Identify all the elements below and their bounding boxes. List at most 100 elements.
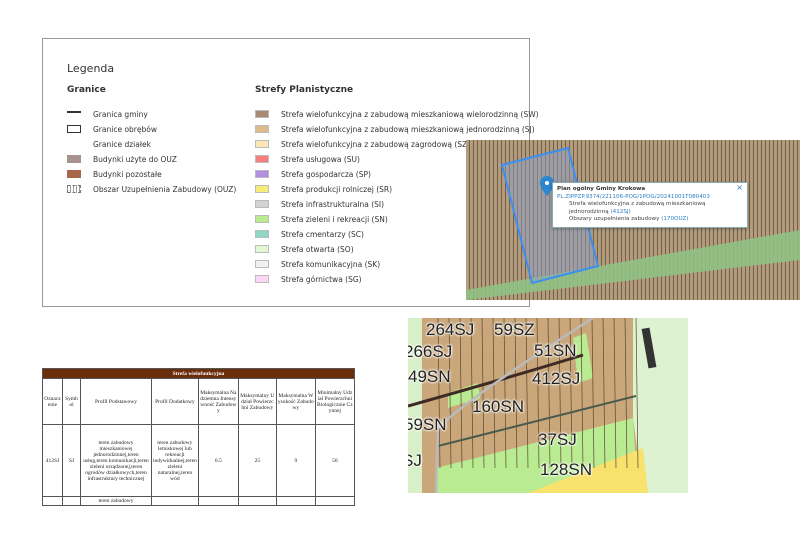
boundary-gmina-icon [67, 111, 81, 117]
map-inset-shapes [466, 146, 800, 300]
color-swatch-icon [255, 185, 269, 193]
legend-strefa-item: Strefa górnictwa (SG) [255, 273, 362, 285]
legend-strefa-item: Strefa komunikacyjna (SK) [255, 258, 380, 270]
zone-label[interactable]: 160SN [472, 397, 524, 416]
table-header: Symbol [62, 378, 81, 425]
table-header: Maksymalna Wysokość Zabudowy [275, 378, 316, 425]
table-cell [151, 496, 199, 506]
legend-label: Granica gminy [93, 109, 148, 119]
strefy-heading: Strefy Planistyczne [255, 85, 354, 95]
legend-label: Strefa usługowa (SU) [281, 154, 360, 164]
legend-strefa-item: Strefa usługowa (SU) [255, 153, 360, 165]
legend-label: Strefa cmentarzy (SC) [281, 229, 364, 239]
legend-granice-item: Granica gminy [67, 108, 148, 120]
legend-label: Strefa otwarta (SO) [281, 244, 354, 254]
legend-granice-item: Granice działek [67, 138, 151, 150]
table-cell [62, 496, 81, 506]
table-header: Minimalny Udział Powierzchni Biologiczni… [314, 378, 355, 425]
boundary-dzialka-icon [67, 140, 81, 148]
table-cell: 412SJ [42, 424, 63, 497]
legend-strefa-item: Strefa wielofunkcyjna z zabudową mieszka… [255, 123, 535, 135]
legend-strefa-item: Strefa cmentarzy (SC) [255, 228, 364, 240]
legend-strefa-item: Strefa wielofunkcyjna z zabudową mieszka… [255, 108, 539, 120]
popup-title: Plan ogólny Gminy Krokowa [557, 186, 646, 192]
legend-label: Strefa infrastrukturalna (SI) [281, 199, 385, 209]
legend-label: Obszar Uzupełnienia Zabudowy (OUZ) [93, 184, 237, 194]
close-icon[interactable]: × [736, 183, 743, 192]
legend-strefa-item: Strefa otwarta (SO) [255, 243, 354, 255]
popup-item-1: Strefa wielofunkcyjna z zabudową mieszka… [569, 201, 706, 215]
zone-label[interactable]: 264SJ [426, 320, 475, 339]
zone-label[interactable]: 59SN [408, 415, 447, 434]
color-swatch-icon [255, 245, 269, 253]
zone-label[interactable]: 128SN [540, 460, 592, 479]
table-header: Profil Dodatkowy [151, 378, 199, 425]
ouz-area-icon [67, 185, 81, 193]
table-cell: 0.5 [197, 424, 239, 497]
building-other-icon [67, 170, 81, 178]
table-header: Oznaczenie [42, 378, 63, 425]
zone-label[interactable]: 266SJ [408, 342, 453, 361]
legend-strefa-item: Strefa gospodarcza (SP) [255, 168, 371, 180]
color-swatch-icon [255, 275, 269, 283]
legend-strefa-item: Strefa infrastrukturalna (SI) [255, 198, 384, 210]
legend-label: Strefa wielofunkcyjna z zabudową zagrodo… [281, 139, 471, 149]
legend-granice-item: Obszar Uzupełnienia Zabudowy (OUZ) [67, 183, 236, 195]
table-cell: teren zabudowy letniskowej lub rekreacji… [151, 424, 199, 497]
legend-panel: Legenda Granice Strefy Planistyczne Gran… [42, 38, 539, 307]
table-header: Profil Podstawowy [80, 378, 152, 425]
building-ouz-icon [67, 155, 81, 163]
color-swatch-icon [255, 155, 269, 163]
legend-strefa-item: Strefa wielofunkcyjna z zabudową zagrodo… [255, 138, 470, 150]
legend-title: Legenda [67, 62, 115, 75]
zoning-map[interactable]: 264SJ 59SZ 266SJ 51SN 49SN 412SJ 160SN 59SN 37SJ… [408, 318, 688, 493]
legend-label: Strefa komunikacyjna (SK) [281, 259, 381, 269]
table-cell: 9 [275, 424, 316, 497]
zone-label[interactable]: 59SZ [494, 320, 535, 339]
granice-heading: Granice [67, 85, 106, 95]
legend-granice-item: Budynki użyte do OUZ [67, 153, 177, 165]
popup-item-2: Obszary uzupełnienia zabudowy [569, 216, 660, 222]
legend-label: Budynki pozostałe [93, 169, 162, 179]
color-swatch-icon [255, 170, 269, 178]
agri-zone [528, 448, 648, 493]
legend-label: Strefa gospodarcza (SP) [281, 169, 371, 179]
color-swatch-icon [255, 200, 269, 208]
selected-parcel[interactable] [500, 146, 600, 285]
zone-label[interactable]: 49SN [408, 367, 451, 386]
table-cell: teren zabudowy [80, 496, 152, 506]
popup-item-1-link[interactable]: (412SJ) [610, 208, 631, 215]
popup-item-2-link[interactable]: (170OUZ) [661, 216, 689, 222]
color-swatch-icon [255, 110, 269, 118]
legend-label: Strefa zieleni i rekreacji (SN) [281, 214, 388, 224]
legend-label: Strefa wielofunkcyjna z zabudową mieszka… [281, 109, 539, 119]
table-cell [197, 496, 239, 506]
green-strip [466, 230, 800, 300]
legend-label: Strefa produkcji rolniczej (SR) [281, 184, 393, 194]
zone-label[interactable]: SJ [408, 451, 422, 470]
zone-label[interactable]: 51SN [534, 341, 577, 360]
table-caption: Strefa wielofunkcyjna [42, 368, 355, 379]
open-zone [633, 318, 688, 493]
map-pin-icon[interactable] [540, 176, 554, 196]
zone-label[interactable]: 412SJ [532, 369, 581, 388]
table-cell: 50 [314, 424, 355, 497]
legend-label: Strefa wielofunkcyjna z zabudową mieszka… [281, 124, 535, 134]
legend-label: Granice działek [93, 139, 151, 149]
table-cell [275, 496, 316, 506]
table-cell: SJ [62, 424, 81, 497]
color-swatch-icon [255, 260, 269, 268]
legend-granice-item: Granice obrębów [67, 123, 157, 135]
table-cell: 25 [237, 424, 277, 497]
boundary-obreb-icon [67, 125, 81, 133]
table-header: Maksymalny Udział Powierzchni Zabudowy [237, 378, 277, 425]
popup-plan-link[interactable]: PL.ZIPPZP.9374/221106-POG/1POG/20241001T… [557, 193, 710, 200]
color-swatch-icon [255, 215, 269, 223]
legend-label: Strefa górnictwa (SG) [281, 274, 362, 284]
zone-label[interactable]: 37SJ [538, 430, 577, 449]
legend-label: Budynki użyte do OUZ [93, 154, 177, 164]
table-header: Maksymalna Nadziemna Intensywność Zabudo… [197, 378, 239, 425]
table-cell [42, 496, 63, 506]
info-popup: × Plan ogólny Gminy Krokowa PL.ZIPPZP.93… [552, 182, 748, 228]
